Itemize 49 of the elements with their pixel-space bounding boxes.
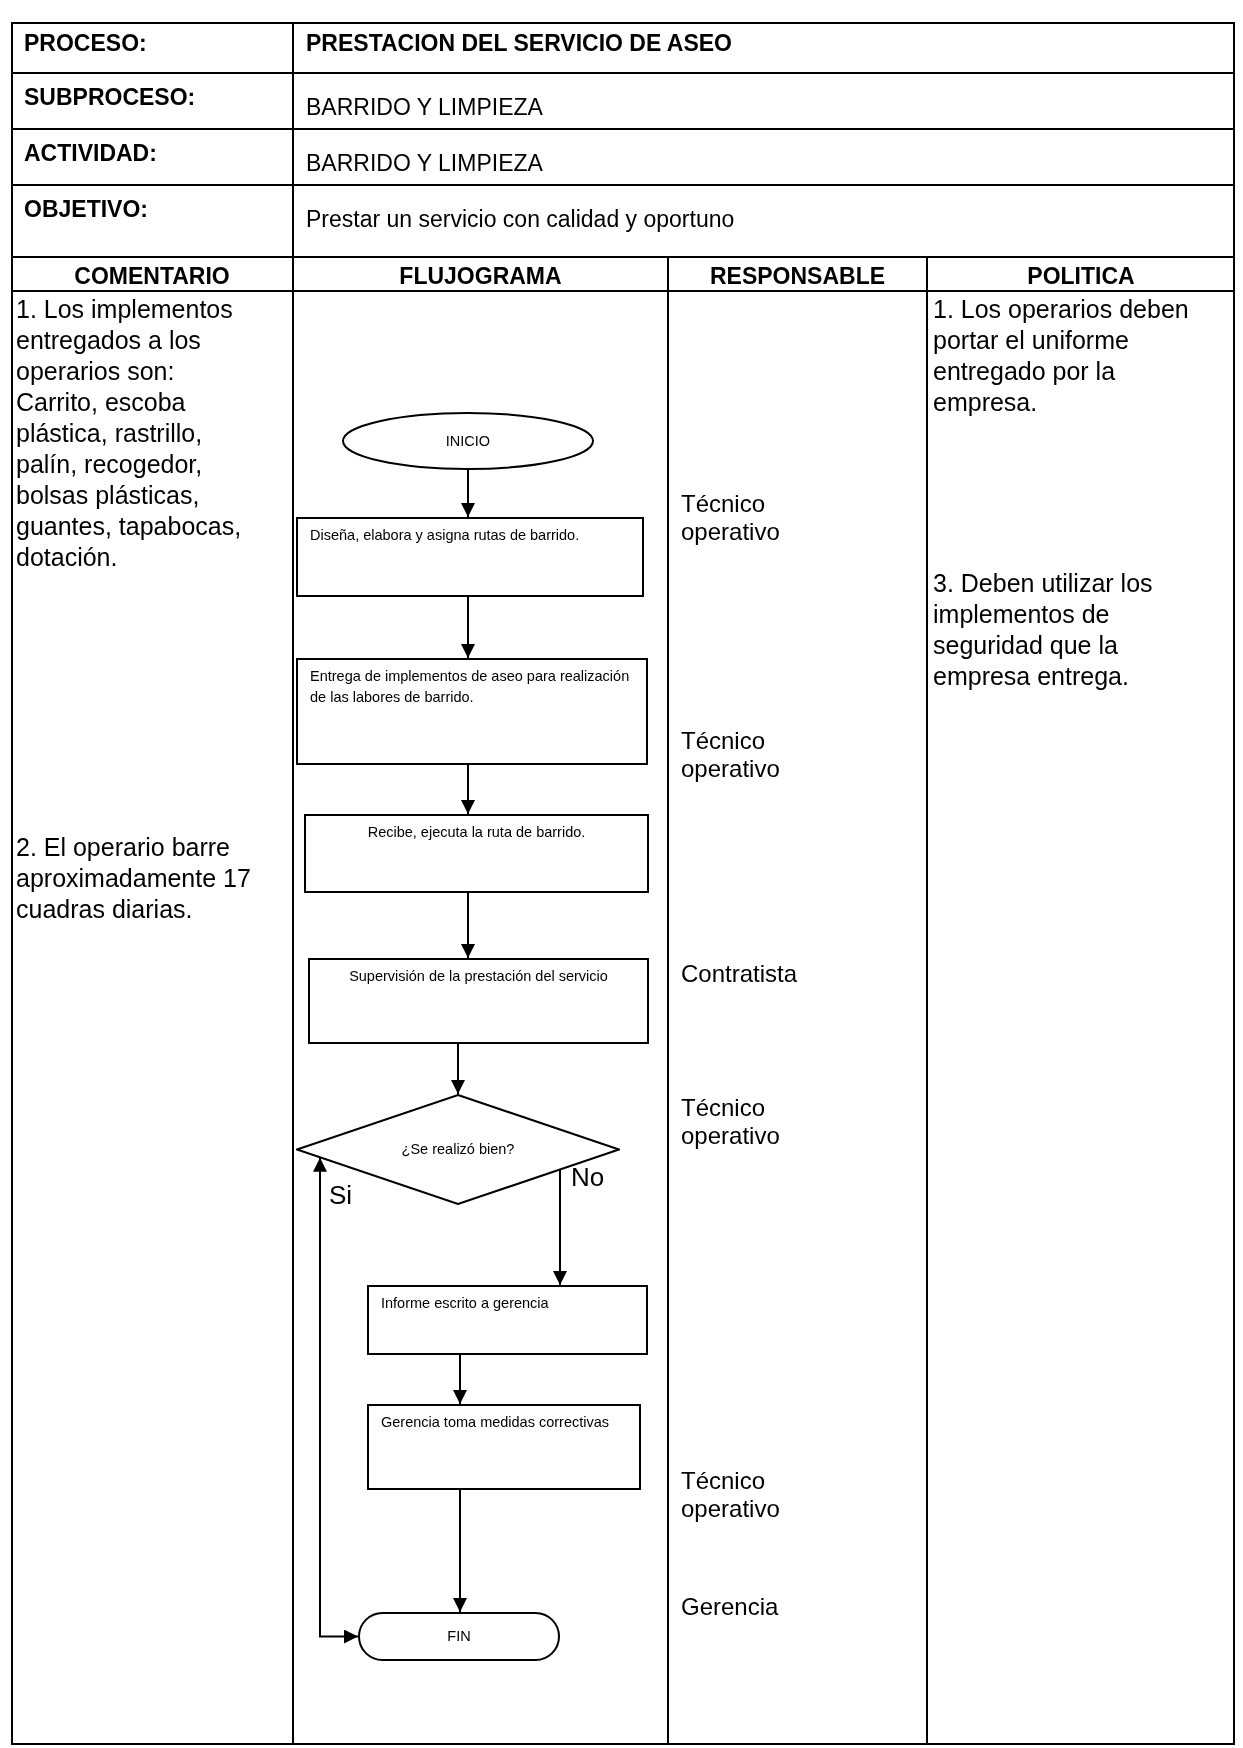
column-text: 1. Los implementos entregados a los operarios son: Carrito, escoba plástica, rastrillo, palín, recogedor, bolsas plásticas, guantes, tapabocas, dotación.	[16, 294, 243, 573]
table-cell-text: POLITICA	[1026, 262, 1136, 291]
table-cell-text: PRESTACION DEL SERVICIO DE ASEO	[306, 29, 733, 58]
column-text: 3. Deben utilizar los implementos de seguridad que la empresa entrega.	[933, 568, 1154, 692]
column-text: 1. Los operarios deben portar el uniforme entregado por la empresa.	[933, 294, 1190, 418]
table-cell-text: RESPONSABLE	[708, 262, 887, 291]
node-text: Recibe, ejecuta la ruta de barrido.	[367, 823, 586, 842]
column-text: Técnico operativo	[681, 1094, 781, 1150]
arrow	[453, 1354, 467, 1405]
node-text: Supervisión de la prestación del servicio	[349, 967, 608, 986]
column-text: Técnico operativo	[681, 1467, 781, 1523]
arrow	[451, 1043, 465, 1095]
table-cell-text: SUBPROCESO:	[24, 83, 197, 112]
process-box	[304, 814, 649, 893]
start-terminal	[342, 412, 594, 470]
node-text: ¿Se realizó bien?	[401, 1140, 515, 1159]
table-cell-text: BARRIDO Y LIMPIEZA	[306, 149, 544, 178]
process-box	[308, 958, 649, 1044]
node-text: Informe escrito a gerencia	[381, 1294, 549, 1313]
arrow	[453, 1489, 467, 1613]
table-cell-text: COMENTARIO	[73, 262, 231, 291]
process-box	[296, 517, 644, 597]
arrow	[461, 764, 475, 815]
end-terminal	[358, 1612, 560, 1661]
arrow	[461, 469, 475, 518]
process-box	[367, 1285, 648, 1355]
column-text: Técnico operativo	[681, 727, 781, 783]
table-cell-text: Prestar un servicio con calidad y oportuno	[306, 205, 736, 234]
table-cell-text: OBJETIVO:	[24, 195, 149, 224]
table-cell-text: ACTIVIDAD:	[24, 139, 158, 168]
arrow	[461, 596, 475, 659]
process-box	[296, 658, 648, 765]
arrow	[313, 1156, 359, 1644]
column-text: Técnico operativo	[681, 490, 781, 546]
column-text: Gerencia	[681, 1593, 780, 1621]
node-text: Diseña, elabora y asigna rutas de barrido.	[310, 526, 580, 545]
table-cell-text: BARRIDO Y LIMPIEZA	[306, 93, 544, 122]
column-text: Contratista	[681, 960, 799, 988]
node-text: INICIO	[445, 431, 491, 451]
node-text: Entrega de implementos de aseo para realización de las labores de barrido.	[310, 667, 631, 707]
table-cell-text: FLUJOGRAMA	[398, 262, 563, 291]
node-text: FIN	[447, 1627, 471, 1646]
decision-diamond	[296, 1094, 620, 1205]
node-text: Gerencia toma medidas correctivas	[381, 1413, 610, 1432]
arrow	[461, 892, 475, 959]
process-box	[367, 1404, 641, 1490]
column-text: 2. El operario barre aproximadamente 17 cuadras diarias.	[16, 832, 252, 925]
table-cell-text: PROCESO:	[24, 29, 148, 58]
arrow	[553, 1169, 567, 1286]
